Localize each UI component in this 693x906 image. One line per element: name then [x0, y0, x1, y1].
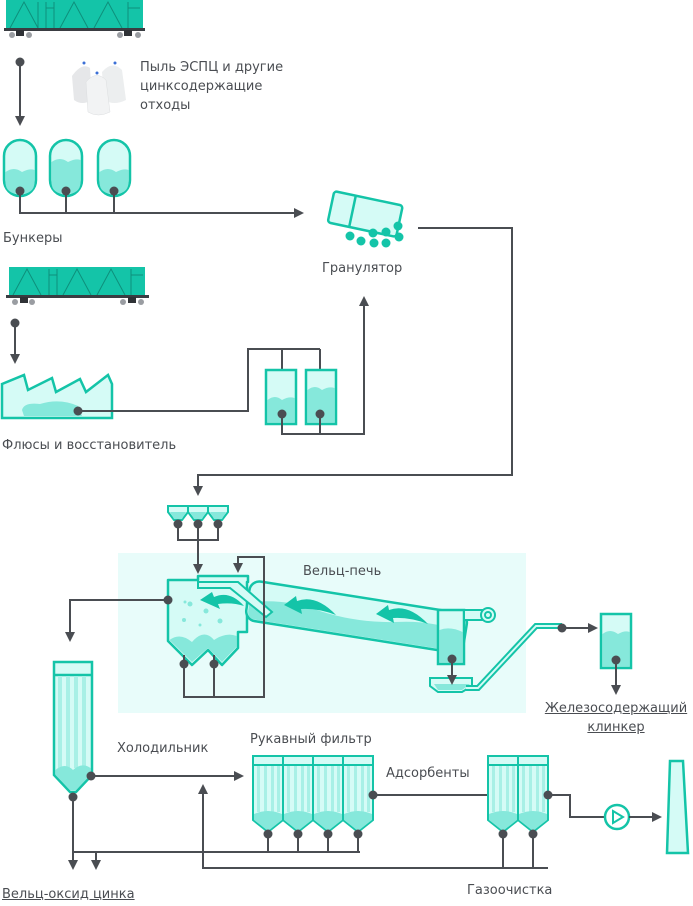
feed-hopper-icon — [167, 505, 229, 521]
gas-cleaning-label: Газоочистка — [467, 883, 553, 898]
dust-label-line-2: цинксодержащие — [140, 79, 263, 94]
big-bags-icon — [72, 61, 126, 116]
chimney-icon — [665, 759, 690, 855]
iron-clinker-link-line-1[interactable]: Железосодержащий — [544, 701, 688, 716]
gas-cleaning-filter-icon — [487, 755, 549, 834]
fan-icon[interactable] — [603, 803, 631, 831]
bag-filter-label: Рукавный фильтр — [250, 732, 372, 747]
kiln-label: Вельц-печь — [303, 564, 382, 579]
iron-clinker-link[interactable]: Железосодержащий клинкер — [539, 699, 693, 737]
railcar-icon — [4, 0, 145, 38]
granulator-icon — [326, 190, 404, 248]
iron-clinker-link-line-2[interactable]: клинкер — [587, 720, 645, 735]
zinc-oxide-link[interactable]: Вельц-оксид цинка — [2, 887, 135, 902]
cooler-label: Холодильник — [117, 741, 209, 756]
warehouse-icon — [0, 373, 114, 420]
cooler-icon — [52, 660, 94, 794]
dust-label: Пыль ЭСПЦ и другие цинксодержащие отходы — [140, 58, 283, 115]
dust-label-line-3: отходы — [140, 98, 191, 113]
railcar-icon — [6, 267, 149, 305]
adsorbents-label: Адсорбенты — [386, 766, 470, 781]
fluxes-label: Флюсы и восстановитель — [2, 438, 177, 453]
kiln-icon — [166, 574, 496, 693]
dust-label-line-1: Пыль ЭСПЦ и другие — [140, 60, 284, 75]
granulator-label: Гранулятор — [322, 261, 403, 276]
bag-filter-icon — [252, 755, 374, 834]
bunkers-label: Бункеры — [3, 231, 63, 246]
dosing-bin-icon — [264, 368, 338, 426]
